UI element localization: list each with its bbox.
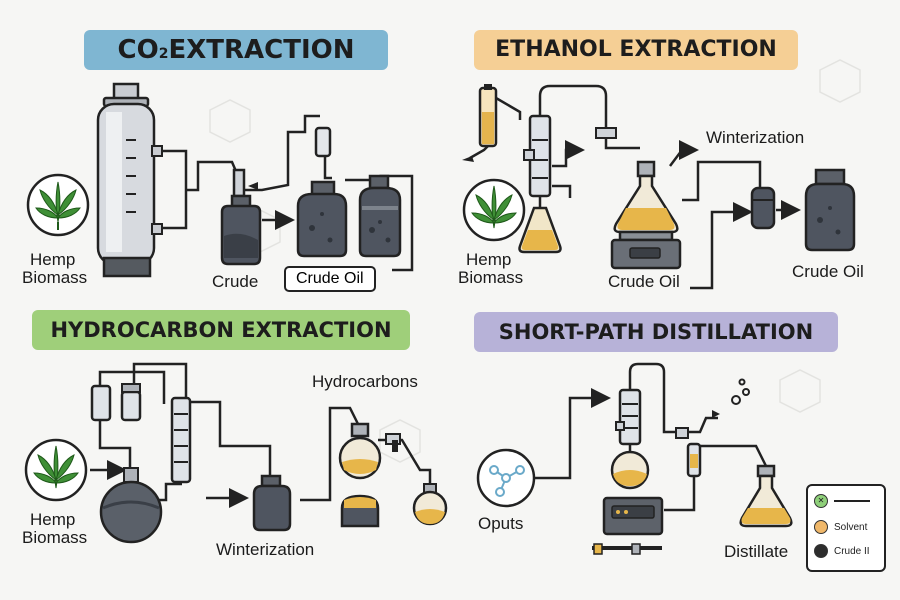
hemp-leaf-icon bbox=[24, 438, 88, 502]
distillation-column bbox=[610, 362, 676, 490]
check-icon: ✕ bbox=[814, 494, 828, 508]
hydrocarbon-hemp-label-line1: Hemp bbox=[30, 510, 76, 529]
co2-crude-oil-label: Crude Oil bbox=[284, 266, 376, 292]
ethanol-title: ETHANOL EXTRACTION bbox=[474, 30, 798, 70]
legend-crude-label: Crude II bbox=[834, 545, 870, 557]
hydrocarbon-column-right bbox=[170, 396, 192, 484]
crude-oil-jar bbox=[804, 168, 856, 252]
crude-vessel-middle bbox=[296, 180, 348, 258]
solvent-icon bbox=[814, 520, 828, 534]
crude-jar bbox=[220, 194, 262, 266]
ethanol-panel bbox=[462, 84, 856, 290]
hydrocarbon-jar bbox=[252, 474, 292, 532]
shortpath-distillate-label: Distillate bbox=[724, 542, 789, 561]
co2-crude-label: Crude bbox=[212, 272, 259, 291]
shortpath-oputs-label: Oputs bbox=[478, 514, 524, 533]
hemp-leaf-icon bbox=[26, 173, 90, 237]
hydrocarbon-hemp-label-line2: Biomass bbox=[22, 528, 88, 547]
hydrocarbon-panel bbox=[24, 362, 448, 544]
ethanol-crude-oil-right-label: Crude Oil bbox=[792, 262, 864, 281]
crude-vessel-right bbox=[358, 174, 402, 258]
shortpath-title: SHORT-PATH DISTILLATION bbox=[474, 312, 838, 352]
co2-pressure-vessel bbox=[96, 82, 163, 278]
hemp-leaf-icon bbox=[462, 178, 526, 242]
shortpath-panel bbox=[476, 362, 793, 555]
ethanol-hemp-label-line1: Hemp bbox=[466, 250, 512, 269]
co2-title-rest: EXTRACTION bbox=[168, 35, 355, 65]
ethanol-hemp-label-line2: Biomass bbox=[458, 268, 524, 287]
legend-line bbox=[834, 500, 870, 502]
co2-hemp-label-line1: Hemp bbox=[30, 250, 76, 269]
co2-hemp-label-line2: Biomass bbox=[22, 268, 88, 287]
distillate-flask bbox=[739, 464, 793, 528]
co2-panel bbox=[26, 82, 414, 278]
hydrocarbon-title: HYDROCARBON EXTRACTION bbox=[32, 310, 410, 350]
co2-title: CO2EXTRACTION bbox=[84, 30, 388, 70]
burette bbox=[462, 84, 522, 162]
heating-mantle bbox=[592, 496, 664, 555]
winterization-filter bbox=[750, 186, 801, 230]
co2-title-subscript: 2 bbox=[158, 46, 169, 62]
molecule-icon bbox=[476, 448, 536, 508]
ethanol-crude-oil-left-label: Crude Oil bbox=[608, 272, 680, 291]
legend-item-solvent: Solvent bbox=[814, 520, 867, 534]
ethanol-flask bbox=[595, 127, 762, 290]
crude-icon bbox=[814, 544, 828, 558]
hydrocarbons-label: Hydrocarbons bbox=[312, 372, 418, 391]
hydrocarbon-small-flask bbox=[412, 483, 448, 526]
legend-item-crude: Crude II bbox=[814, 544, 870, 558]
hydrocarbon-column-left bbox=[90, 383, 142, 422]
legend: ✕ Solvent Crude II bbox=[806, 484, 886, 572]
ethanol-winterization-label: Winterization bbox=[706, 128, 805, 147]
condenser bbox=[664, 378, 768, 512]
hydrocarbon-separator bbox=[338, 422, 401, 528]
legend-item-extract: ✕ bbox=[814, 494, 870, 508]
legend-solvent-label: Solvent bbox=[834, 521, 868, 533]
hydrocarbon-round-flask bbox=[99, 467, 163, 544]
hydrocarbon-winterization-label: Winterization bbox=[216, 540, 315, 559]
co2-title-main: CO bbox=[117, 35, 159, 65]
ethanol-column bbox=[518, 84, 608, 254]
